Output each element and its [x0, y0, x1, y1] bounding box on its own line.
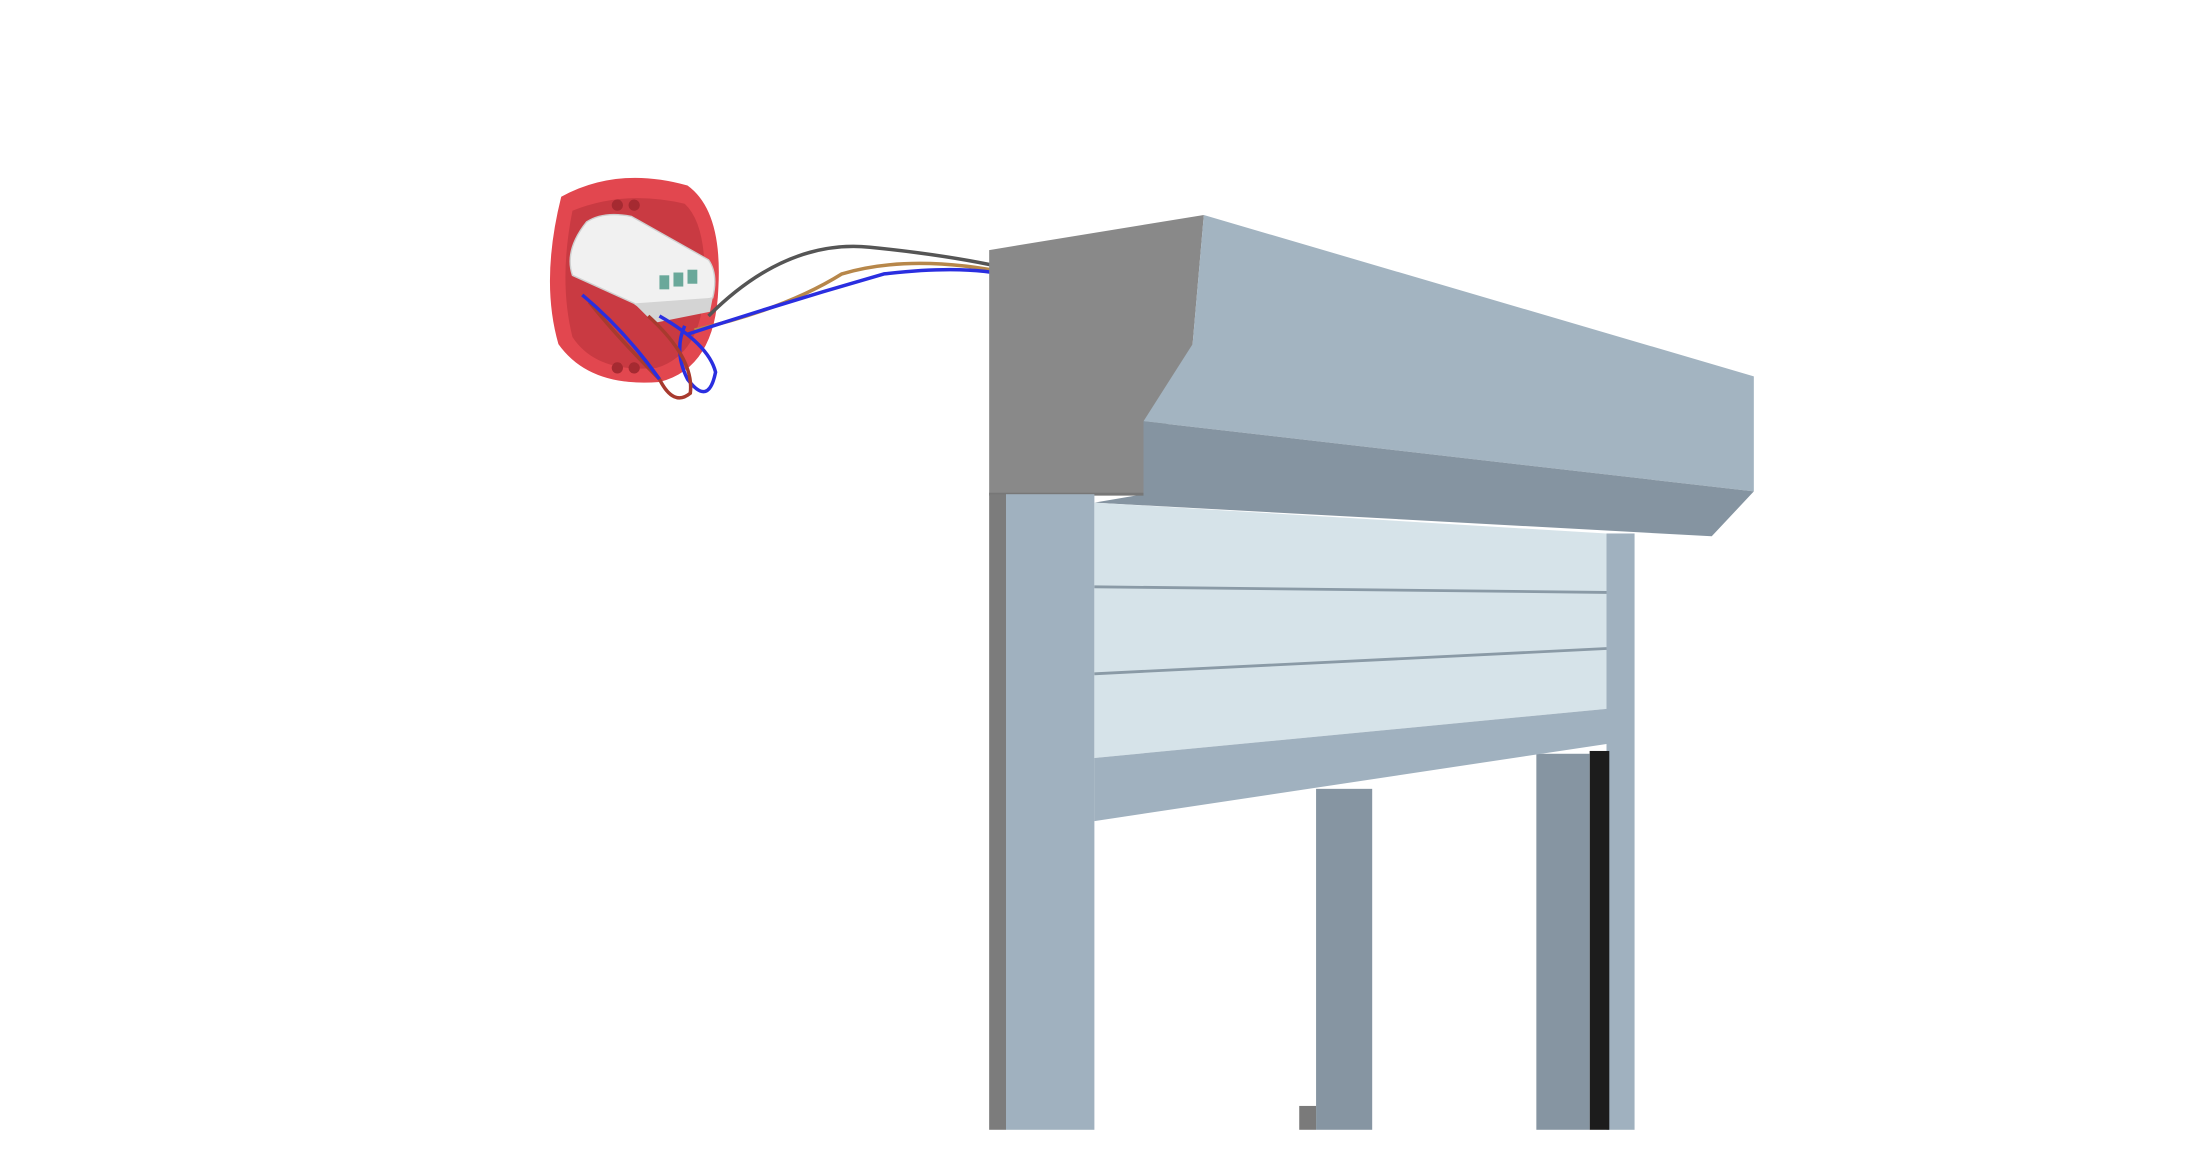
shutter-box [989, 214, 1754, 537]
shutter-module [569, 213, 716, 324]
wires [581, 244, 1014, 400]
shutter-slats [1094, 502, 1607, 822]
window-frame [989, 494, 1635, 1130]
